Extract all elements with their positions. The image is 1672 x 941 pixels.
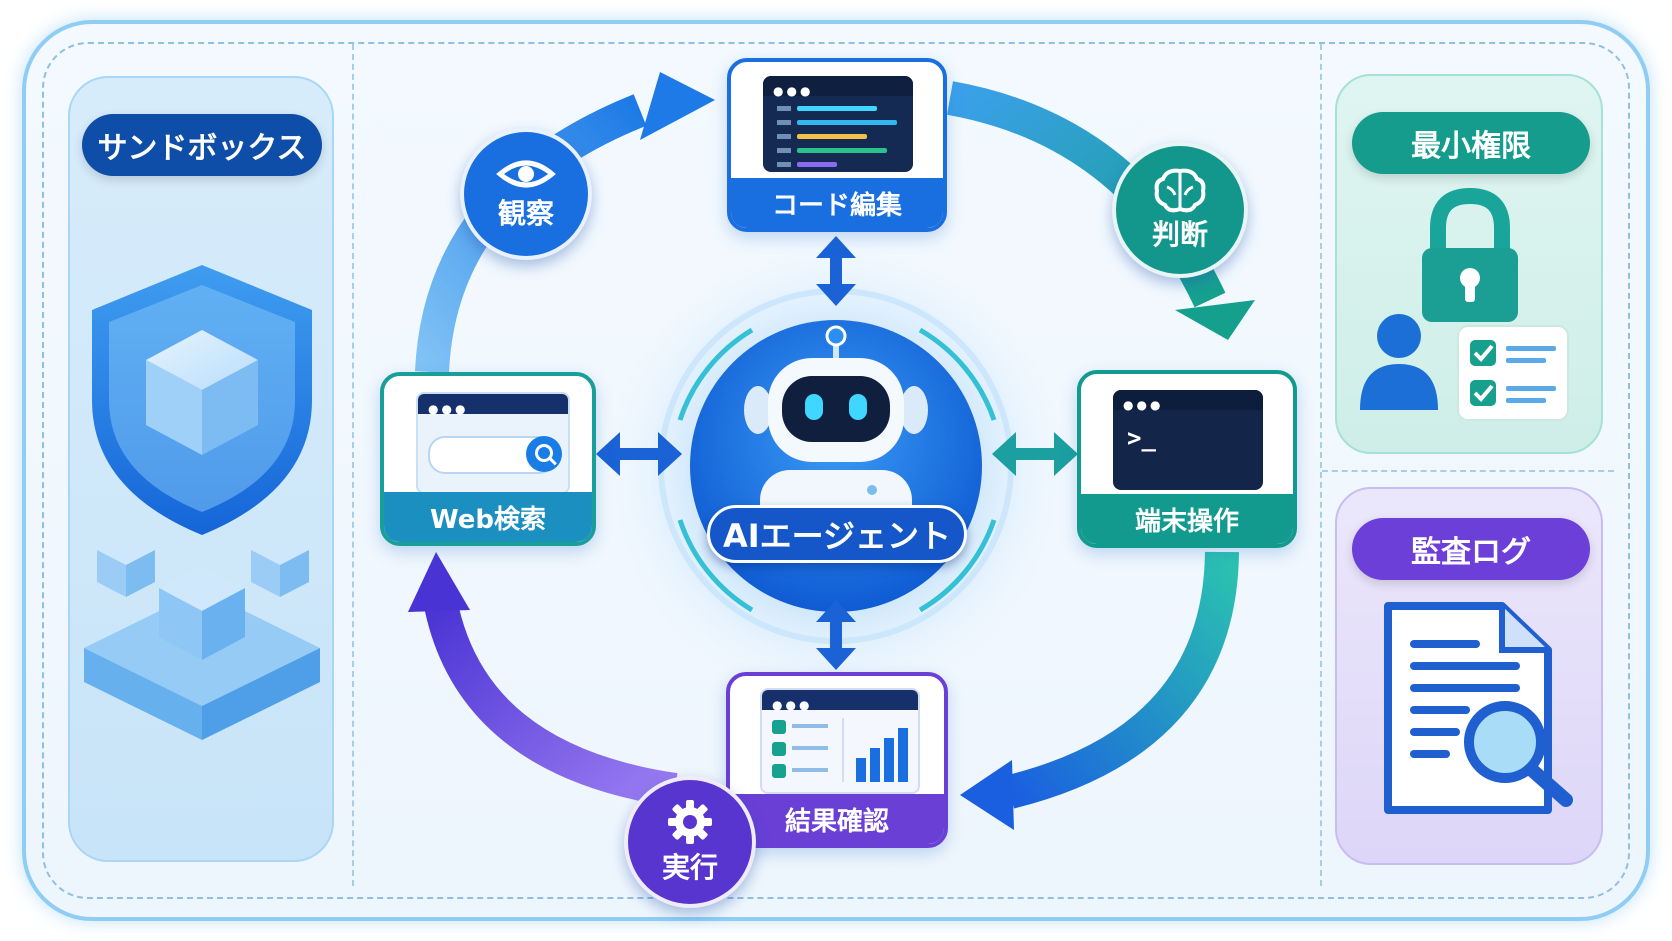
execute-badge: 実行 <box>624 776 756 908</box>
web-search-label: Web検索 <box>384 492 592 542</box>
least-privilege-label: 最小権限 <box>1352 112 1590 174</box>
result-check-label: 結果確認 <box>730 794 944 844</box>
gear-icon <box>668 800 712 844</box>
browser-window: ●●● <box>416 392 570 494</box>
observe-label: 観察 <box>497 197 554 230</box>
code-edit-card: ●●● コード編集 <box>727 58 947 232</box>
terminal-card: ●●● >_ 端末操作 <box>1077 370 1297 548</box>
search-icon <box>526 436 562 472</box>
observe-badge: 観察 <box>460 128 592 260</box>
judge-label: 判断 <box>1151 218 1208 251</box>
right-split <box>1322 470 1614 472</box>
sandbox-label: サンドボックス <box>82 114 322 176</box>
terminal-window: ●●● >_ <box>1113 390 1263 490</box>
terminal-prompt: >_ <box>1127 424 1156 452</box>
right-divider <box>1320 44 1322 886</box>
terminal-label: 端末操作 <box>1081 494 1293 544</box>
code-window: ●●● <box>763 76 913 172</box>
report-window: ●●● <box>760 688 920 794</box>
inner-dashed-frame <box>42 42 1630 899</box>
brain-icon <box>1154 168 1206 213</box>
web-search-card: ●●● Web検索 <box>380 372 596 546</box>
link-arrows <box>596 236 856 670</box>
code-edit-label: コード編集 <box>731 178 943 228</box>
audit-log-label: 監査ログ <box>1352 518 1590 580</box>
result-check-card: ●●● 結果確認 <box>726 672 948 848</box>
execute-label: 実行 <box>661 851 718 884</box>
left-divider <box>352 44 354 886</box>
judge-badge: 判断 <box>1112 142 1248 278</box>
eye-icon <box>496 160 556 188</box>
ai-agent-label: AIエージェント <box>707 505 967 563</box>
